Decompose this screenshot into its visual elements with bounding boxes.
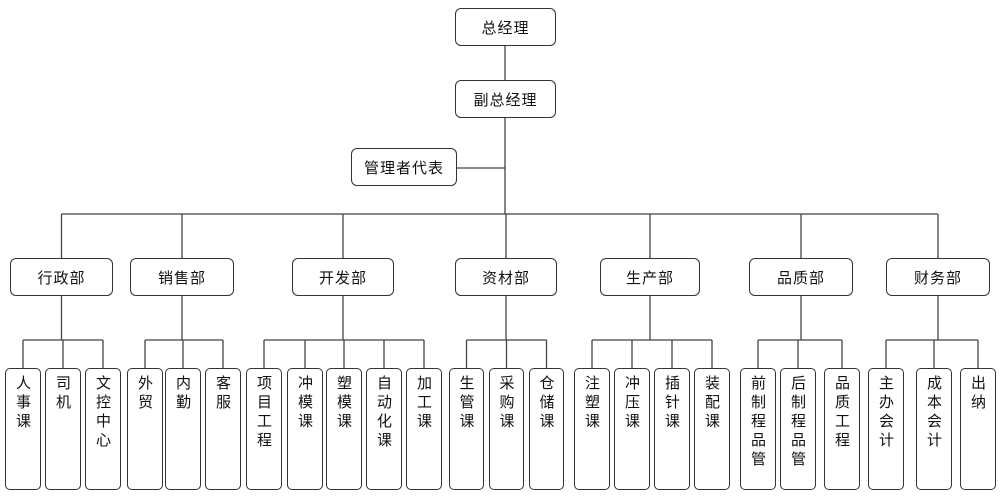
department-label: 销售部 bbox=[157, 268, 206, 287]
deputy-general-manager-label: 副总经理 bbox=[473, 90, 538, 109]
unit-box: 后制程品管 bbox=[780, 368, 816, 490]
unit-label: 仓储课 bbox=[537, 375, 556, 432]
unit-label: 外贸 bbox=[136, 375, 154, 413]
department-label: 行政部 bbox=[37, 268, 86, 287]
department-label: 财务部 bbox=[913, 268, 962, 287]
department-label: 品质部 bbox=[776, 268, 825, 287]
unit-box: 塑模课 bbox=[326, 368, 362, 490]
unit-box: 采购课 bbox=[489, 368, 524, 490]
department-box: 生产部 bbox=[600, 258, 700, 296]
unit-box: 品质工程 bbox=[824, 368, 860, 490]
unit-label: 塑模课 bbox=[335, 375, 353, 432]
unit-label: 插针课 bbox=[663, 375, 681, 432]
department-label: 开发部 bbox=[318, 268, 367, 287]
unit-label: 内勤 bbox=[174, 375, 192, 413]
management-representative-label: 管理者代表 bbox=[363, 158, 444, 177]
unit-box: 文控中心 bbox=[85, 368, 121, 490]
department-box: 行政部 bbox=[10, 258, 113, 296]
unit-box: 司机 bbox=[45, 368, 81, 490]
unit-box: 自动化课 bbox=[366, 368, 402, 490]
unit-box: 插针课 bbox=[654, 368, 690, 490]
unit-box: 项目工程 bbox=[246, 368, 282, 490]
unit-box: 装配课 bbox=[694, 368, 730, 490]
unit-label: 前制程品管 bbox=[749, 375, 767, 470]
unit-label: 冲模课 bbox=[296, 375, 314, 432]
unit-label: 人事课 bbox=[14, 375, 32, 432]
unit-label: 装配课 bbox=[703, 375, 721, 432]
general-manager-box: 总经理 bbox=[455, 8, 556, 46]
unit-label: 品质工程 bbox=[833, 375, 851, 451]
unit-box: 冲压课 bbox=[614, 368, 650, 490]
unit-label: 出纳 bbox=[969, 375, 987, 413]
department-box: 销售部 bbox=[130, 258, 234, 296]
unit-box: 人事课 bbox=[5, 368, 41, 490]
unit-box: 注塑课 bbox=[574, 368, 610, 490]
department-box: 品质部 bbox=[749, 258, 853, 296]
unit-label: 生管课 bbox=[457, 375, 476, 432]
unit-label: 采购课 bbox=[497, 375, 516, 432]
unit-box: 内勤 bbox=[165, 368, 201, 490]
department-box: 资材部 bbox=[455, 258, 557, 296]
unit-label: 自动化课 bbox=[375, 375, 393, 451]
general-manager-label: 总经理 bbox=[481, 18, 530, 37]
department-label: 生产部 bbox=[625, 268, 674, 287]
management-representative-box: 管理者代表 bbox=[351, 148, 457, 186]
department-label: 资材部 bbox=[481, 268, 530, 287]
unit-box: 主办会计 bbox=[868, 368, 904, 490]
unit-box: 外贸 bbox=[127, 368, 163, 490]
unit-label: 文控中心 bbox=[94, 375, 112, 451]
unit-label: 项目工程 bbox=[255, 375, 273, 451]
department-box: 开发部 bbox=[292, 258, 394, 296]
unit-box: 客服 bbox=[205, 368, 241, 490]
unit-label: 主办会计 bbox=[877, 375, 895, 451]
unit-box: 加工课 bbox=[406, 368, 442, 490]
unit-box: 仓储课 bbox=[529, 368, 564, 490]
unit-label: 司机 bbox=[54, 375, 72, 413]
department-box: 财务部 bbox=[886, 258, 990, 296]
unit-box: 生管课 bbox=[449, 368, 484, 490]
unit-label: 客服 bbox=[214, 375, 232, 413]
unit-box: 冲模课 bbox=[287, 368, 323, 490]
unit-box: 出纳 bbox=[960, 368, 996, 490]
unit-label: 注塑课 bbox=[583, 375, 601, 432]
unit-label: 后制程品管 bbox=[789, 375, 807, 470]
unit-label: 成本会计 bbox=[925, 375, 943, 451]
unit-box: 前制程品管 bbox=[740, 368, 776, 490]
unit-box: 成本会计 bbox=[916, 368, 952, 490]
unit-label: 加工课 bbox=[415, 375, 433, 432]
deputy-general-manager-box: 副总经理 bbox=[455, 80, 556, 118]
unit-label: 冲压课 bbox=[623, 375, 641, 432]
